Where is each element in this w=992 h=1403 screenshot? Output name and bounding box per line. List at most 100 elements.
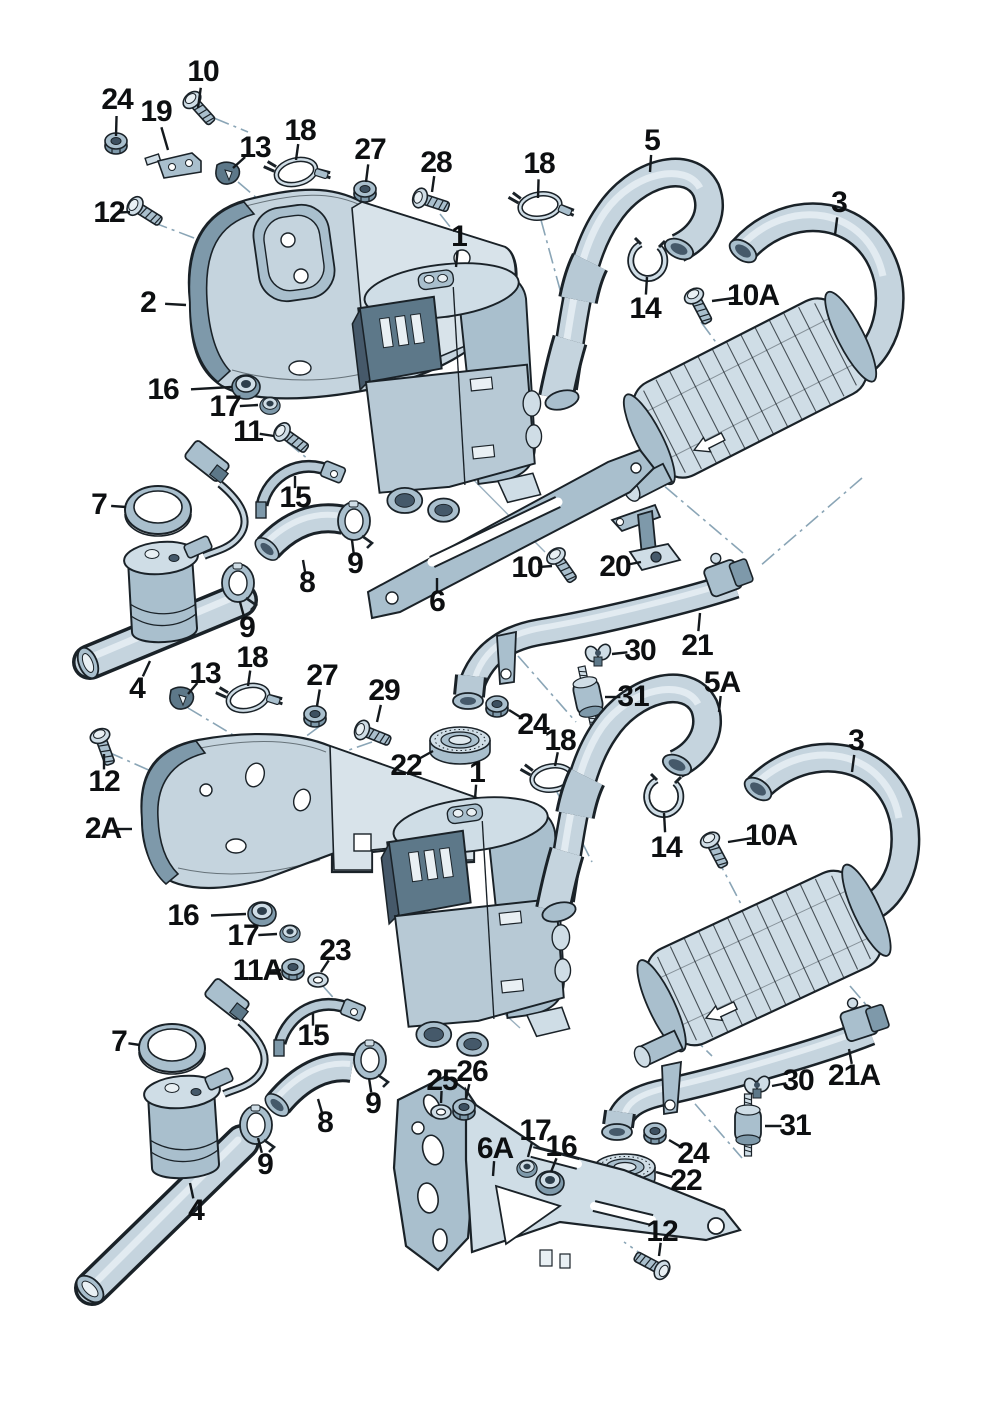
leader-22-31	[417, 749, 434, 761]
leader-4-50	[188, 1182, 195, 1199]
washer-25	[430, 1104, 452, 1120]
leader-13-3	[232, 156, 246, 169]
heater-unit-bottom	[380, 788, 572, 1057]
leader-3-64	[850, 754, 856, 773]
leader-17-54	[526, 1142, 534, 1158]
leader-8-48	[316, 1098, 324, 1113]
leader-1-7	[454, 250, 459, 268]
nut-27	[353, 180, 377, 203]
leader-6A-53	[491, 1161, 496, 1177]
callout-leader-lines	[102, 87, 856, 1257]
leader-5A-32	[717, 695, 722, 713]
leader-25-51	[439, 1090, 443, 1104]
leader-13-34	[187, 682, 199, 695]
leader-18-35	[246, 670, 252, 687]
gasket-22-mid	[429, 726, 491, 765]
exhaust-pipe-21	[452, 552, 754, 710]
bolt-29	[350, 717, 395, 752]
bolt-10a-top	[681, 284, 718, 328]
leader-30-28	[611, 651, 628, 656]
leader-20-25	[626, 560, 642, 566]
leader-26-52	[464, 1083, 471, 1100]
seal-ring-7-top	[124, 485, 192, 537]
exhaust-hose-5	[538, 157, 724, 411]
leader-16-55	[549, 1157, 558, 1173]
leader-28-6	[430, 175, 436, 193]
leader-9-20	[350, 539, 355, 554]
bracket-6	[366, 448, 656, 620]
heater-unit-top	[351, 254, 543, 523]
grommet-17-top	[259, 396, 281, 415]
leader-29-37	[375, 704, 383, 723]
bracket-20	[610, 503, 682, 572]
leader-24-30	[508, 708, 523, 720]
exhaust-pipe-21a	[601, 997, 890, 1141]
leader-22-57	[655, 1170, 673, 1179]
leader-17-16	[239, 403, 259, 408]
leader-19-2	[160, 126, 170, 151]
leader-11A-44	[268, 968, 282, 972]
clamp-9-bottom-right	[352, 1038, 390, 1089]
leader-27-36	[315, 689, 321, 707]
leader-16-41	[210, 912, 247, 917]
leader-12-58	[657, 1242, 662, 1257]
leader-21-27	[697, 612, 702, 632]
bracket-6a	[392, 1074, 742, 1272]
connector-cable-top	[184, 440, 249, 560]
leader-17-42	[258, 932, 278, 937]
bolt-12c	[630, 1246, 674, 1283]
metering-pump-bottom	[74, 1067, 260, 1306]
leader-14-62	[662, 812, 667, 833]
bolt-28	[409, 185, 453, 218]
nut-24-bottom	[643, 1122, 667, 1145]
leader-30-59	[771, 1082, 787, 1088]
leader-24-1	[114, 115, 118, 137]
exhaust-pipe-3-bottom	[743, 742, 921, 927]
hose-8-top	[254, 503, 348, 561]
nut-24	[104, 132, 128, 155]
leader-9-22	[238, 601, 246, 617]
bracket-19	[144, 152, 202, 179]
clamp-18b	[508, 185, 575, 225]
leader-16-15	[190, 385, 233, 391]
grommet-16c	[535, 1170, 565, 1196]
clip-30-top	[582, 641, 614, 667]
leader-7-46	[128, 1042, 141, 1047]
leader-4-23	[141, 660, 152, 677]
nut-27b	[303, 705, 327, 728]
leader-14-11	[644, 276, 649, 295]
washer-23	[307, 972, 329, 988]
metering-pump-top	[72, 535, 258, 680]
leader-18-33	[553, 752, 559, 767]
leader-10-24	[538, 564, 553, 569]
leader-10A-12	[711, 296, 735, 303]
clamp-9-top-right	[336, 499, 374, 550]
leader-9-49	[256, 1137, 264, 1154]
leader-10A-63	[727, 837, 752, 844]
clamp-14-top	[631, 238, 665, 279]
strap-15-top	[255, 459, 347, 519]
leader-5-9	[648, 154, 653, 173]
bolt-11	[269, 418, 314, 459]
leader-18-4	[294, 143, 300, 161]
connector-cable-bottom	[204, 978, 269, 1098]
nut-26	[452, 1098, 476, 1121]
leader-23-43	[320, 959, 330, 973]
seal-ring-7-bottom	[138, 1023, 206, 1075]
grommet-17b	[279, 924, 301, 943]
leader-24-56	[668, 1138, 683, 1149]
leader-9-47	[367, 1077, 373, 1093]
bolt-10a-bottom	[697, 828, 734, 872]
hose-8-bottom	[264, 1052, 355, 1117]
leader-11-17	[259, 432, 275, 438]
leader-10-0	[196, 87, 202, 109]
grommet-16-top	[231, 374, 261, 400]
clamp-14b	[647, 774, 681, 815]
grommet-16b	[247, 901, 277, 927]
strap-15-bottom	[273, 997, 367, 1057]
leader-2-14	[165, 302, 187, 307]
leader-21A-60	[847, 1048, 853, 1065]
leader-8-21	[301, 559, 307, 573]
